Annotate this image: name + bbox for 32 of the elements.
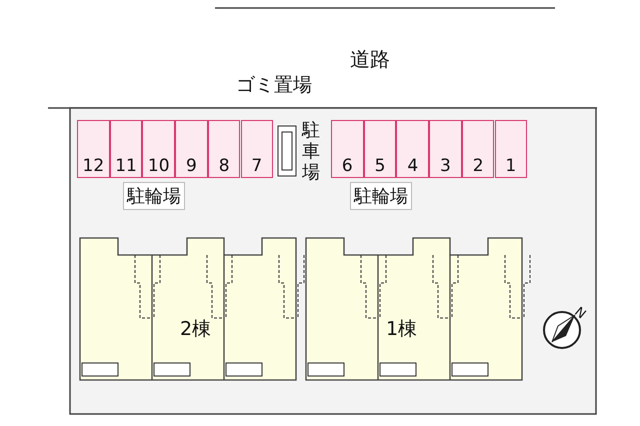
space-number: 7	[251, 155, 262, 177]
parking-space	[208, 120, 240, 178]
space-number: 11	[115, 155, 137, 177]
area-label: ゴミ置場	[236, 73, 312, 98]
parking-space	[364, 120, 396, 178]
parking-space	[77, 120, 110, 178]
space-number: 5	[374, 155, 386, 177]
space-number: 3	[440, 155, 451, 177]
parking-space	[429, 120, 462, 178]
space-number: 8	[218, 155, 230, 177]
parking-space	[396, 120, 430, 178]
space-number: 6	[342, 155, 353, 177]
space-number: 2	[472, 155, 484, 177]
road-label: 道路	[350, 46, 390, 73]
building-name: 1棟	[386, 317, 418, 342]
area-label: 駐輪場	[123, 182, 185, 210]
area-label: 駐輪場	[350, 182, 412, 210]
space-number: 4	[407, 155, 418, 177]
parking-space	[494, 120, 528, 178]
space-number: 9	[186, 155, 197, 177]
north-label: N	[571, 304, 588, 322]
area-label: 駐車場	[302, 120, 321, 183]
parking-space	[240, 120, 274, 178]
parking-space	[462, 120, 494, 178]
parking-space	[110, 120, 142, 178]
parking-space	[331, 120, 364, 178]
building-name: 2棟	[180, 317, 212, 342]
space-number: 1	[505, 155, 516, 177]
parking-space	[175, 120, 208, 178]
space-number: 12	[82, 155, 104, 177]
space-number: 10	[148, 155, 170, 177]
parking-space	[142, 120, 176, 178]
